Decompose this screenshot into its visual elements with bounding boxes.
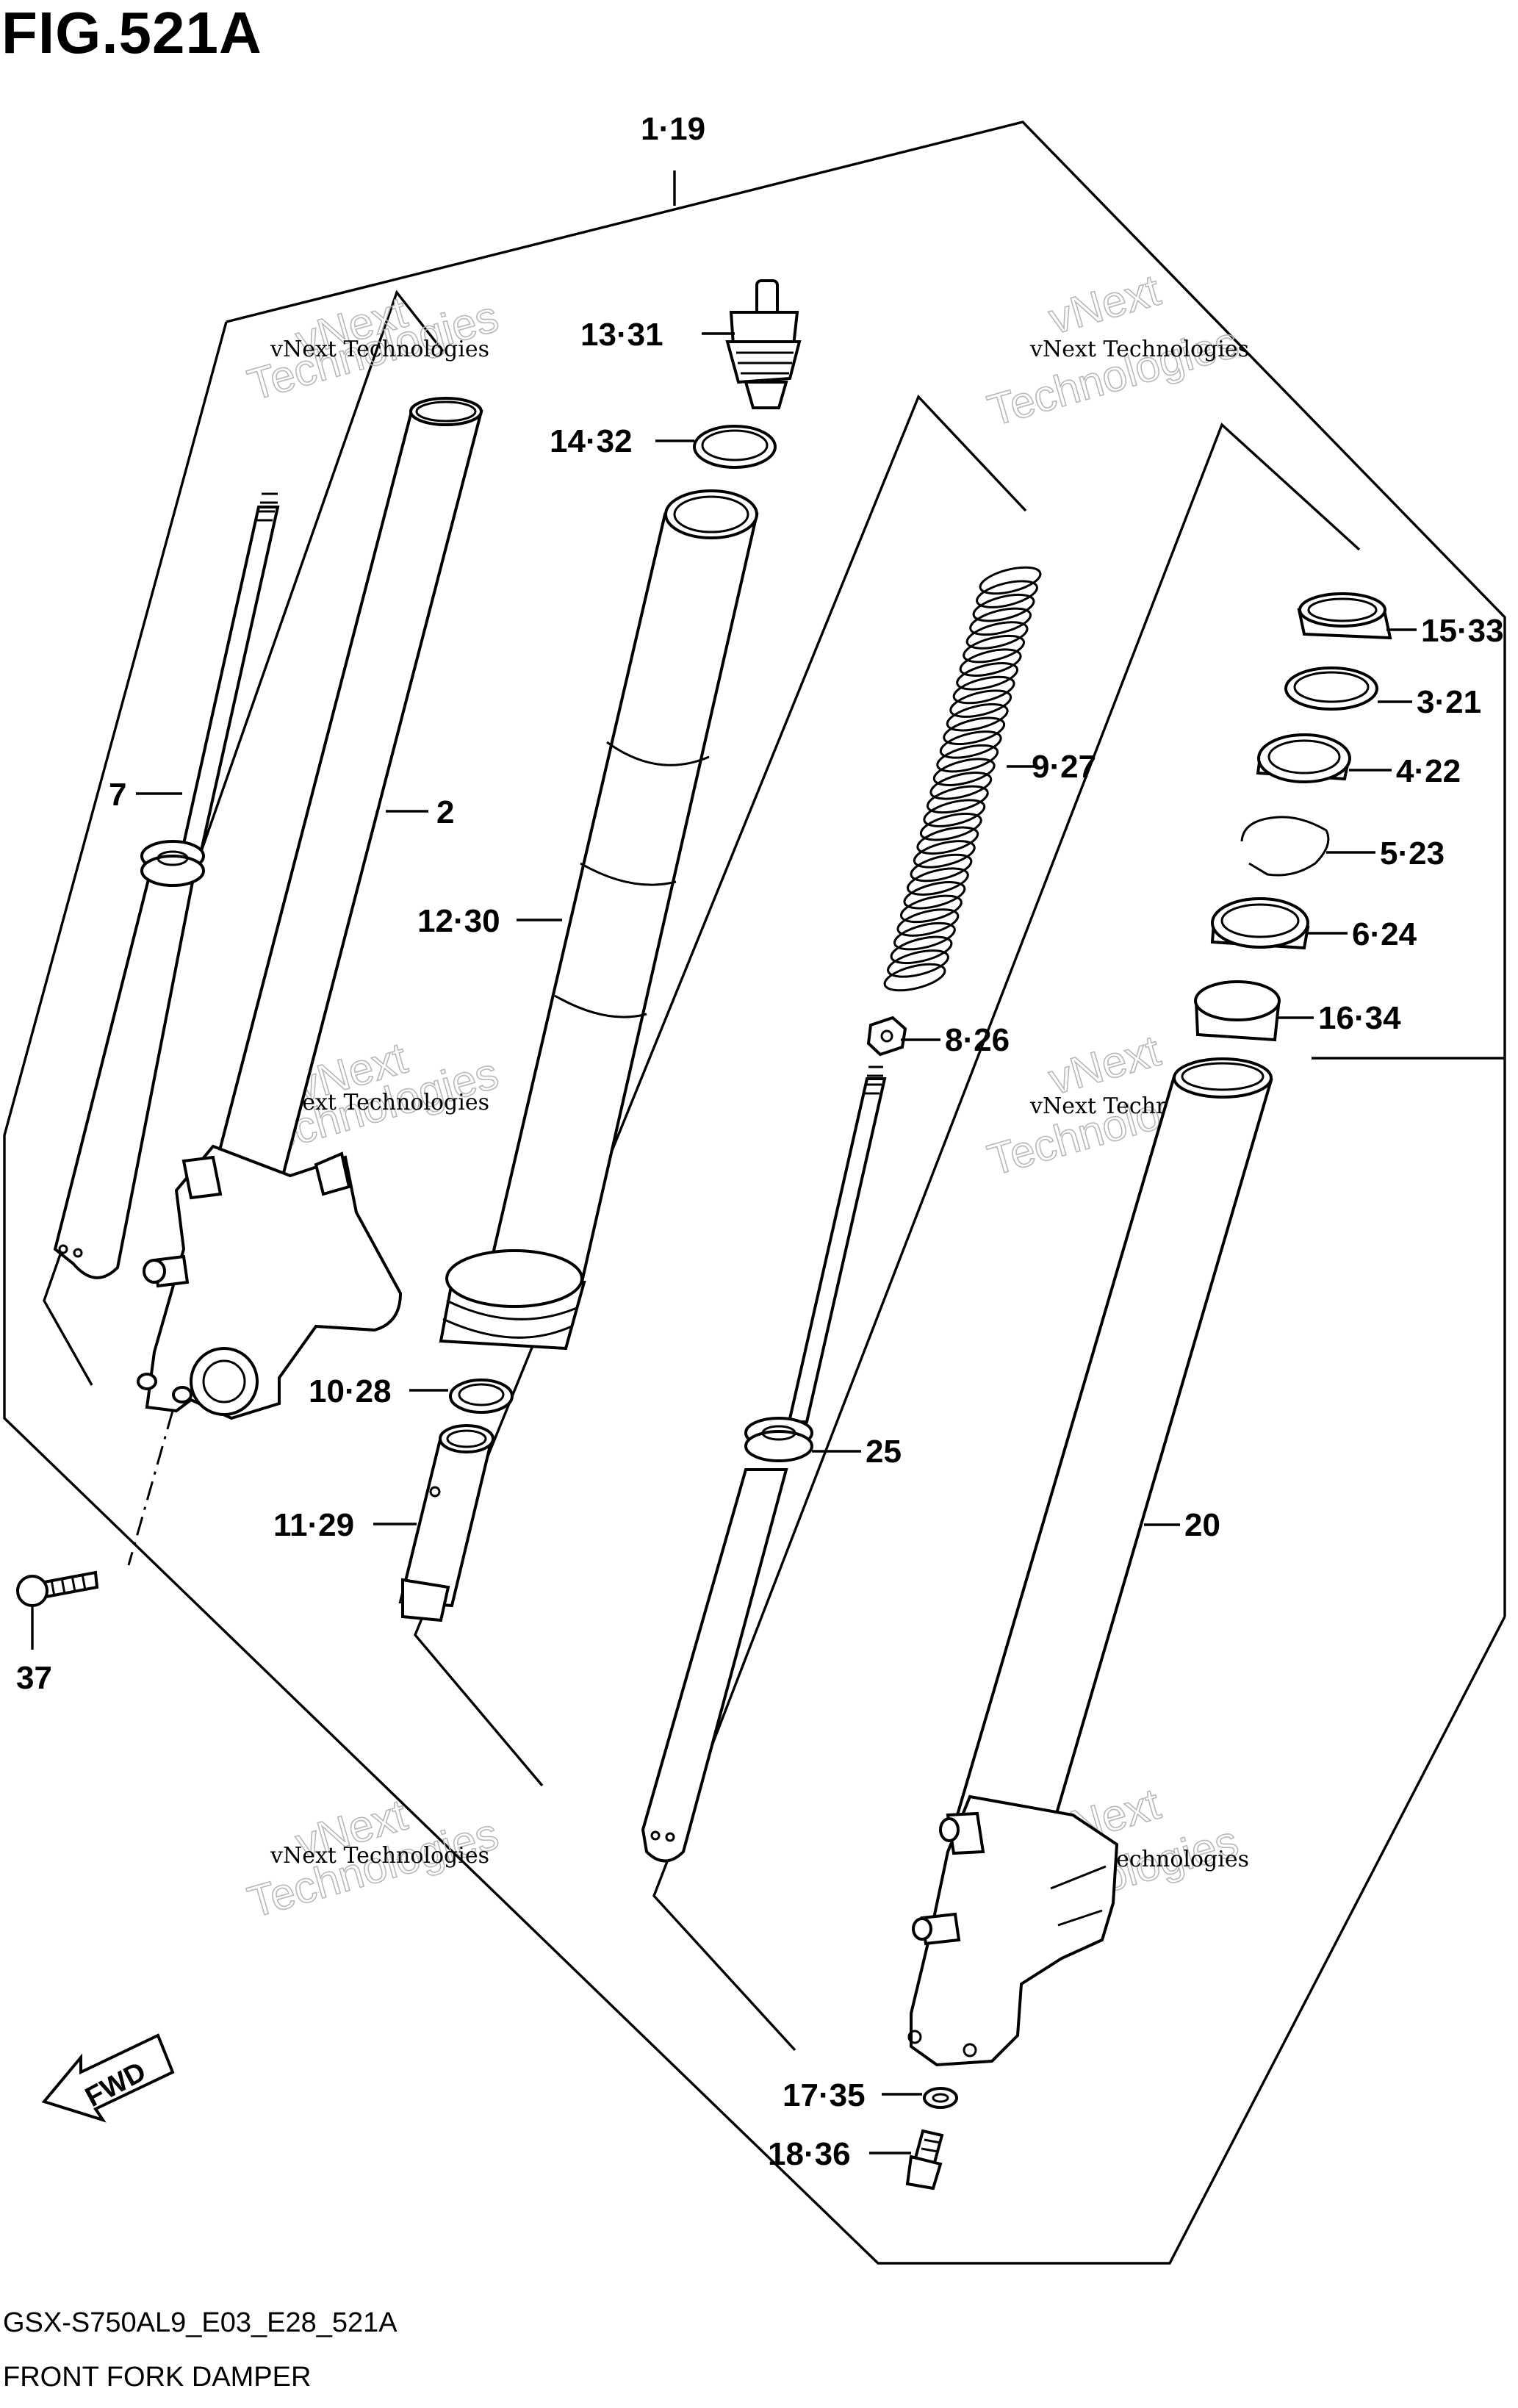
right-fork-frame	[652, 423, 1505, 2052]
callout-10-28: 10·28	[309, 1373, 392, 1409]
callout-13-31: 13·31	[580, 317, 663, 353]
spring-coil	[903, 881, 966, 910]
part-7-damper-rod	[53, 492, 280, 1279]
svg-text:vNext Technologies: vNext Technologies	[270, 1843, 489, 1869]
callout-9-27: 9·27	[1032, 749, 1096, 785]
cartridge-frame	[414, 394, 1027, 1787]
spring-coil	[943, 716, 1006, 746]
spring-coil	[946, 702, 1009, 732]
part-13-cap-bolt	[725, 279, 802, 409]
part-15-stopper-ring	[1297, 592, 1392, 640]
callout-25: 25	[866, 1434, 902, 1470]
spring-coil	[883, 963, 946, 992]
part-12-inner-tube	[439, 489, 759, 1351]
left-fork-frame	[43, 290, 445, 1386]
spring-coil	[972, 593, 1035, 622]
spring-coil	[929, 772, 993, 800]
part-10-bush	[449, 1379, 514, 1414]
svg-text:vNext Technologies: vNext Technologies	[1029, 337, 1249, 362]
spring-coil	[965, 621, 1029, 650]
callout-2: 2	[436, 794, 454, 830]
part-5-stopper-clip	[1240, 816, 1330, 877]
part-14-o-ring	[693, 425, 777, 469]
spring-coil	[969, 607, 1032, 636]
diagram-code: GSX-S750AL9_E03_E28_521A	[3, 2307, 398, 2338]
spring-coil	[887, 949, 949, 978]
spring-coil	[890, 935, 953, 965]
callout-3-21: 3·21	[1417, 684, 1481, 720]
part-25-damper-rod	[641, 1065, 887, 1863]
fwd-arrow: FWD	[41, 2033, 175, 2123]
callout-11-29: 11·29	[273, 1507, 354, 1543]
part-2-outer-tube	[137, 397, 483, 1420]
part-8-nut	[866, 1016, 907, 1057]
part-4-dust-seal	[1256, 733, 1351, 783]
spring-coil	[979, 566, 1042, 595]
callout-8-26: 8·26	[945, 1022, 1010, 1058]
spring-coil	[952, 675, 1015, 705]
part-3-oil-seal-stopper	[1284, 666, 1378, 711]
svg-text:Technologies: Technologies	[982, 317, 1243, 436]
spring-coil	[923, 799, 986, 827]
spring-coil	[926, 785, 989, 814]
callout-7: 7	[109, 777, 126, 813]
callout-20: 20	[1184, 1507, 1220, 1543]
spring-coil	[913, 840, 976, 869]
svg-text:vNext: vNext	[1043, 265, 1165, 344]
svg-text:vNext Technologies: vNext Technologies	[270, 337, 489, 362]
spring-coil	[932, 758, 996, 786]
callout-5-23: 5·23	[1380, 835, 1445, 871]
part-11-oil-lock	[398, 1424, 494, 1622]
part-20-outer-tube	[907, 1057, 1273, 2067]
part-17-gasket	[923, 2087, 958, 2109]
assembly-outline-frame	[3, 121, 1506, 2265]
part-9-spring	[883, 566, 1042, 992]
spring-coil	[949, 689, 1012, 718]
spring-coil	[910, 853, 973, 883]
spring-coil	[976, 580, 1038, 608]
part-6-oil-seal	[1210, 897, 1310, 950]
spring-coil	[916, 826, 979, 855]
part-16-guide-bush	[1194, 980, 1281, 1042]
callout-18-36: 18·36	[768, 2136, 851, 2172]
spring-coil	[893, 921, 956, 951]
figure-title: FIG.521A	[1, 0, 262, 65]
callout-12-30: 12·30	[417, 903, 500, 939]
leader-lines	[136, 332, 1417, 2154]
callout-1-19: 1·19	[641, 111, 705, 147]
spring-coil	[959, 648, 1022, 677]
svg-text:vNext Technologies: vNext Technologies	[270, 1090, 489, 1115]
spring-coil	[963, 634, 1026, 664]
diagram-caption: FRONT FORK DAMPER	[3, 2362, 312, 2393]
callout-14-32: 14·32	[550, 423, 633, 459]
spring-coil	[919, 812, 982, 841]
callout-16-34: 16·34	[1318, 1000, 1401, 1036]
callout-15-33: 15·33	[1421, 613, 1504, 649]
callout-6-24: 6·24	[1352, 916, 1417, 952]
callout-4-22: 4·22	[1396, 753, 1461, 789]
spring-coil	[899, 894, 963, 924]
callout-37: 37	[16, 1660, 52, 1696]
spring-coil	[906, 867, 969, 896]
part-18-drain-bolt	[905, 2129, 944, 2190]
spring-coil	[939, 730, 1002, 759]
spring-coil	[956, 662, 1019, 691]
spring-coil	[936, 744, 999, 773]
part-37-bolt	[16, 1410, 174, 1650]
spring-coil	[896, 908, 960, 937]
callout-17-35: 17·35	[783, 2077, 866, 2113]
callout-labels: 1·19 13·31 14·32 7 2 12·30 9·27 8·26 10·…	[16, 111, 1504, 2172]
